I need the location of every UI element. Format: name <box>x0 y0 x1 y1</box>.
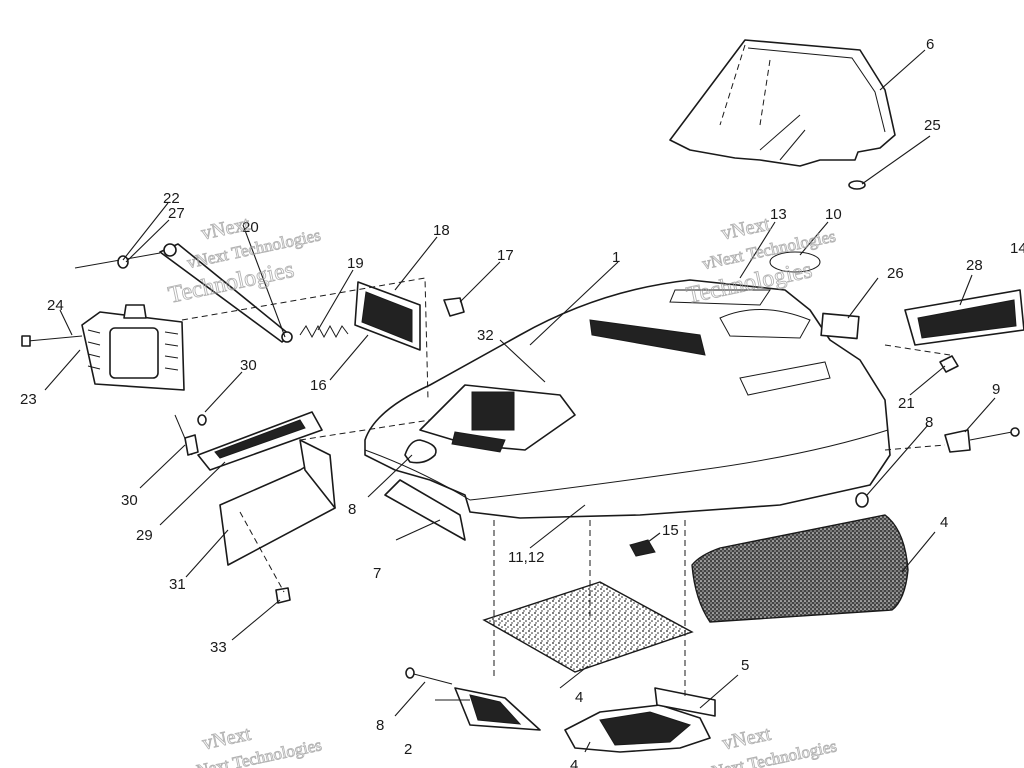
panel-part-31 <box>219 439 336 566</box>
nut-part-33 <box>239 511 291 604</box>
watermark-line1: vNext <box>720 723 773 755</box>
hood-part <box>364 279 891 541</box>
bracket-part-18 <box>354 281 421 351</box>
insulation-pad-part-4-right <box>691 514 909 623</box>
callout-9: 9 <box>992 381 1000 398</box>
side-grille-part-28 <box>904 289 1024 346</box>
callout-8-bolt: 8 <box>376 717 384 734</box>
bracket-part-9 <box>944 427 1020 453</box>
windshield-part <box>669 39 896 167</box>
callout-18: 18 <box>433 222 450 239</box>
bracket-part-29 <box>197 411 323 471</box>
callout-13: 13 <box>770 206 787 223</box>
nut-part-17 <box>443 297 465 317</box>
callout-1: 1 <box>612 249 620 266</box>
leader-lines <box>44 49 996 753</box>
callout-8-knob: 8 <box>348 501 356 518</box>
callout-22: 22 <box>163 190 180 207</box>
insulation-pad-part-4-center <box>482 581 694 673</box>
decal-part-26 <box>820 312 860 340</box>
callout-25: 25 <box>924 117 941 134</box>
bracket-part-2 <box>405 667 541 731</box>
duct-part-5 <box>564 687 716 753</box>
watermark-line1: vNext <box>200 723 253 755</box>
callout-2: 2 <box>404 741 412 758</box>
callout-11-12: 11,12 <box>508 549 544 566</box>
callout-20: 20 <box>242 219 259 236</box>
washer-part-25 <box>848 180 866 190</box>
callout-19: 19 <box>347 255 364 272</box>
callout-10: 10 <box>825 206 842 223</box>
callout-32: 32 <box>477 327 494 344</box>
callout-31: 31 <box>169 576 186 593</box>
callout-8-grommet: 8 <box>925 414 933 431</box>
callout-30-upper: 30 <box>240 357 257 374</box>
headlight-part-23 <box>81 304 185 391</box>
callout-14: 14 <box>1010 240 1024 257</box>
callout-6: 6 <box>926 36 934 53</box>
clip-part-21 <box>939 355 959 373</box>
callout-4-center: 4 <box>575 689 583 706</box>
watermark-line1: vNext <box>199 213 252 245</box>
callout-33: 33 <box>210 639 227 656</box>
alignment-lines <box>181 277 951 700</box>
callout-4-right: 4 <box>940 514 948 531</box>
callout-4-bottom: 4 <box>570 757 578 768</box>
bolt-part-24 <box>21 335 83 347</box>
watermark-bottom-right: vNext vNext Technologies <box>701 722 839 768</box>
callout-15: 15 <box>662 522 679 539</box>
callout-29: 29 <box>136 527 153 544</box>
callout-23: 23 <box>20 391 37 408</box>
callout-30-lower: 30 <box>121 492 138 509</box>
callout-numbers: 1 2 4 4 4 5 6 7 8 8 8 9 10 11,12 13 14 1… <box>20 36 1024 768</box>
spring-part-19 <box>299 324 349 339</box>
callout-16: 16 <box>310 377 327 394</box>
callout-7: 7 <box>373 565 381 582</box>
pin-part-30 <box>174 414 207 456</box>
clip-part-15 <box>629 539 656 557</box>
callout-26: 26 <box>887 265 904 282</box>
grommet-part-8-right <box>855 492 869 508</box>
callout-28: 28 <box>966 257 983 274</box>
callout-21: 21 <box>898 395 915 412</box>
callout-17: 17 <box>497 247 514 264</box>
watermark-bottom-left: vNext vNext Technologies <box>186 722 324 768</box>
logo-decal-part-10 <box>769 251 821 273</box>
watermark-top-right: vNext vNext Technologies Technologies <box>684 212 838 309</box>
callout-24: 24 <box>47 297 64 314</box>
callout-27: 27 <box>168 205 185 222</box>
callout-5: 5 <box>741 657 749 674</box>
rod-part-20 <box>74 243 293 343</box>
